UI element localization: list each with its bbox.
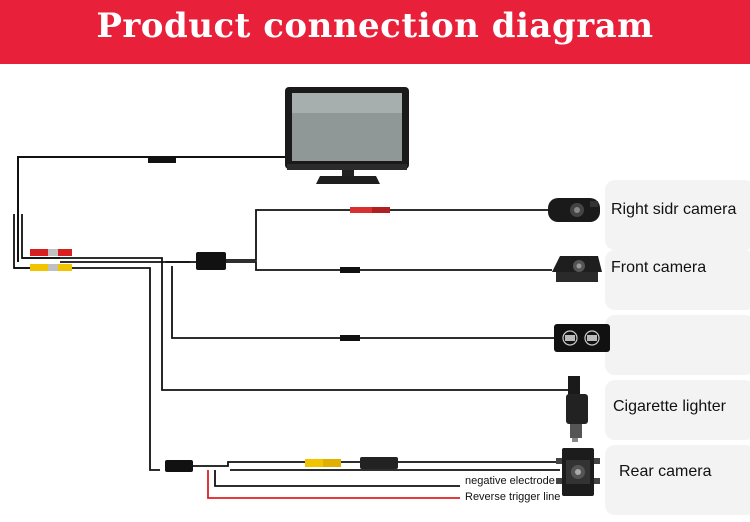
reverse-trigger-wire bbox=[207, 470, 460, 499]
bg-tile bbox=[605, 250, 750, 310]
cigarette-lighter-icon bbox=[566, 376, 588, 442]
monitor-cable bbox=[17, 156, 285, 262]
switch-panel-icon bbox=[554, 324, 610, 352]
bg-tile bbox=[605, 180, 750, 250]
page-title: Product connection diagram bbox=[96, 6, 654, 46]
rear-camera-connectors bbox=[165, 457, 398, 472]
reverse-trigger-label: Reverse trigger line bbox=[465, 491, 561, 503]
monitor-icon bbox=[285, 87, 409, 184]
cigarette-lighter-label: Cigarette lighter bbox=[613, 398, 726, 415]
rear-camera-icon bbox=[556, 448, 600, 496]
splitter-box bbox=[196, 252, 226, 270]
right-camera-inline bbox=[350, 207, 390, 213]
right-camera-label: Right sidr camera bbox=[611, 201, 737, 218]
front-camera-label: Front camera bbox=[611, 259, 707, 276]
splitter-cables bbox=[166, 209, 554, 341]
negative-electrode-label: negative electrode bbox=[465, 475, 555, 487]
title-banner: Product connection diagram bbox=[0, 0, 750, 64]
left-bundle bbox=[13, 214, 570, 471]
right-camera-icon bbox=[548, 198, 600, 222]
bg-tile bbox=[605, 315, 750, 375]
front-camera-icon bbox=[552, 256, 602, 282]
rca-connectors bbox=[30, 249, 72, 271]
rear-camera-label: Rear camera bbox=[619, 463, 712, 480]
bg-tile bbox=[605, 380, 750, 440]
bg-tile bbox=[605, 445, 750, 515]
